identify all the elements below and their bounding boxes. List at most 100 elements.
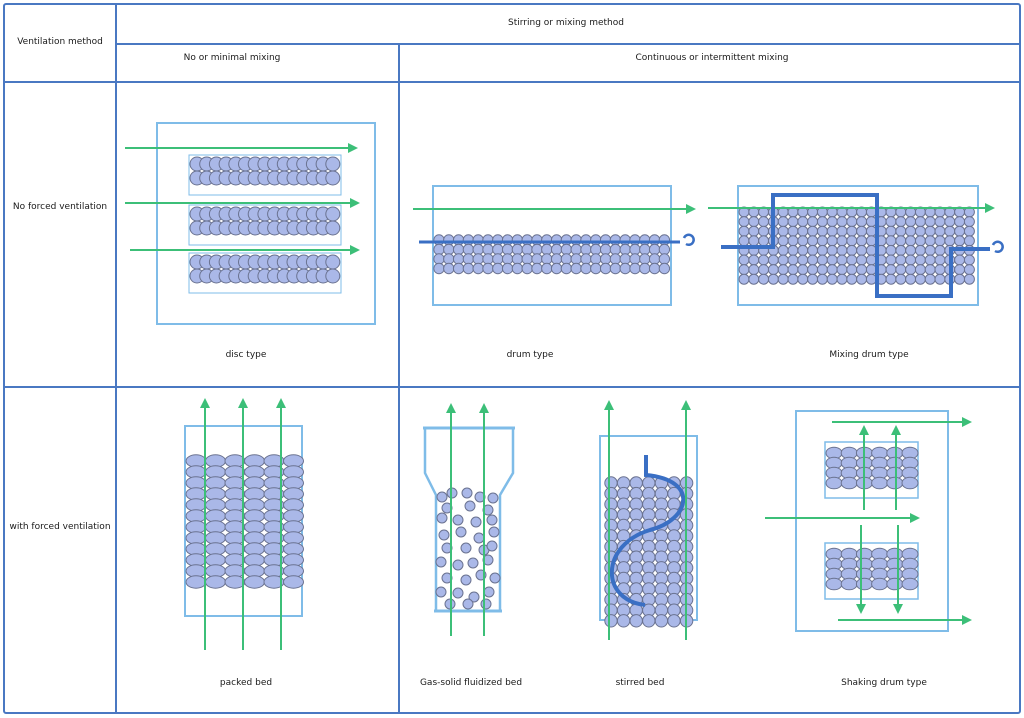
particle	[944, 216, 956, 228]
stirred-bed-reactor	[599, 400, 698, 640]
particle	[452, 253, 465, 265]
particle	[550, 234, 563, 246]
particle	[807, 254, 819, 266]
particle	[826, 244, 838, 256]
particle	[797, 235, 809, 247]
particle	[531, 253, 543, 265]
particle	[944, 225, 956, 237]
corner-header: Ventilation method	[17, 37, 103, 47]
particle	[462, 262, 475, 275]
row-header-forced: with forced ventilation	[9, 522, 111, 532]
particle	[895, 264, 907, 276]
particle	[826, 216, 838, 228]
particle	[924, 235, 936, 247]
particle	[531, 243, 543, 256]
table-border	[3, 3, 1021, 714]
particle	[472, 253, 484, 265]
caption-mixing-drum-type: Mixing drum type	[829, 350, 909, 360]
particle	[807, 235, 819, 247]
particle	[787, 225, 799, 237]
particle	[885, 225, 897, 237]
disc-type-reactor	[125, 122, 376, 325]
particle	[609, 234, 622, 246]
particle	[619, 262, 631, 275]
particle	[560, 243, 573, 256]
particle	[856, 273, 868, 285]
particle	[443, 253, 455, 265]
particle	[836, 254, 848, 266]
particle	[963, 254, 975, 266]
particle	[436, 491, 448, 503]
particle	[511, 253, 524, 265]
particle	[482, 253, 494, 265]
particle	[472, 234, 484, 246]
particle	[619, 234, 631, 246]
particle	[865, 216, 877, 228]
particle	[871, 476, 889, 490]
particle	[885, 244, 897, 256]
particle	[905, 225, 917, 237]
fluidized-bed-reactor	[423, 403, 515, 636]
particle	[482, 243, 494, 256]
particle	[846, 235, 858, 247]
particle	[846, 254, 858, 266]
particle	[648, 262, 661, 275]
particle	[570, 262, 582, 275]
particle	[570, 253, 582, 265]
particle	[777, 225, 789, 237]
particle	[658, 234, 671, 246]
particle	[807, 244, 819, 256]
particle	[433, 253, 445, 265]
particle	[758, 235, 770, 247]
particle	[443, 262, 455, 275]
particle	[846, 264, 858, 276]
vessel-wall	[432, 185, 672, 306]
caption-drum-type: drum type	[506, 350, 554, 360]
caption-stirred-bed: stirred bed	[615, 678, 665, 688]
particle	[807, 264, 819, 276]
particle	[787, 244, 799, 256]
particle	[521, 253, 533, 265]
particle	[452, 587, 464, 599]
particle	[954, 216, 966, 228]
particle	[580, 253, 592, 265]
particle	[895, 216, 907, 228]
particle	[855, 577, 873, 591]
particle	[934, 264, 946, 276]
rotation-icon	[682, 233, 695, 246]
particle	[244, 575, 265, 589]
particle	[865, 273, 877, 285]
particle	[836, 225, 848, 237]
particle	[944, 235, 956, 247]
particle	[748, 264, 760, 276]
particle	[777, 254, 789, 266]
caption-shaking-drum-type: Shaking drum type	[841, 678, 927, 688]
particle	[836, 235, 848, 247]
particle	[914, 225, 926, 237]
drum-type-reactor	[413, 185, 696, 306]
particle	[934, 225, 946, 237]
particle	[914, 235, 926, 247]
particle	[924, 216, 936, 228]
particle	[905, 273, 917, 285]
particle	[205, 575, 226, 589]
particle	[452, 262, 465, 275]
particle	[492, 243, 504, 256]
particle	[283, 575, 304, 589]
particle	[462, 598, 474, 610]
particle	[865, 254, 877, 266]
particle	[590, 253, 602, 265]
particle	[934, 273, 946, 285]
particle	[840, 476, 858, 490]
particle	[550, 253, 563, 265]
particle	[924, 225, 936, 237]
particle	[511, 262, 524, 275]
particle	[914, 244, 926, 256]
particle	[619, 253, 631, 265]
particle	[480, 598, 492, 610]
particle	[521, 262, 533, 275]
particle	[325, 170, 341, 186]
particle	[885, 273, 897, 285]
particle	[658, 243, 671, 256]
